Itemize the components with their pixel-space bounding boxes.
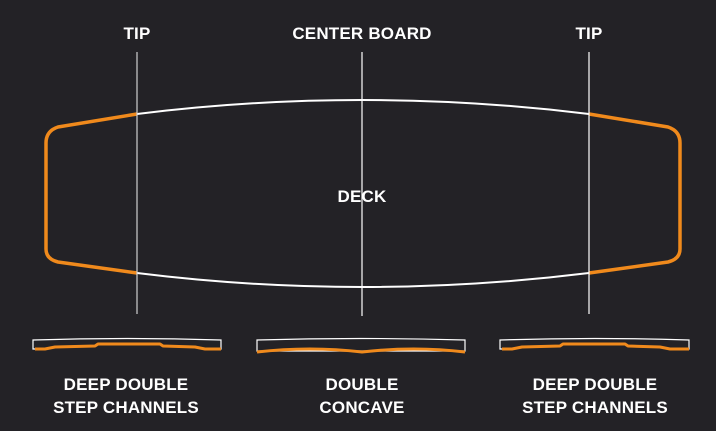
tip-left-label: TIP: [123, 24, 151, 43]
profile-right-caption-line1: DEEP DOUBLE: [532, 375, 658, 394]
tip-right-label: TIP: [575, 24, 603, 43]
center-board-label: CENTER BOARD: [292, 24, 432, 43]
profile-left-caption-line1: DEEP DOUBLE: [63, 375, 189, 394]
tip-right-outline: [588, 112, 682, 275]
profile-center-caption: DOUBLE CONCAVE: [242, 373, 482, 419]
profile-left: [32, 337, 222, 351]
profile-center-caption-line1: DOUBLE: [325, 375, 399, 394]
profile-right-caption-line2: STEP CHANNELS: [522, 398, 668, 417]
profile-left-caption: DEEP DOUBLE STEP CHANNELS: [6, 373, 246, 419]
deck-label: DECK: [337, 187, 387, 206]
profile-left-caption-line2: STEP CHANNELS: [53, 398, 199, 417]
tip-left-outline: [44, 112, 138, 275]
profile-right-caption: DEEP DOUBLE STEP CHANNELS: [475, 373, 715, 419]
profile-right: [499, 337, 690, 351]
profile-center: [256, 337, 466, 354]
profile-center-caption-line2: CONCAVE: [319, 398, 405, 417]
